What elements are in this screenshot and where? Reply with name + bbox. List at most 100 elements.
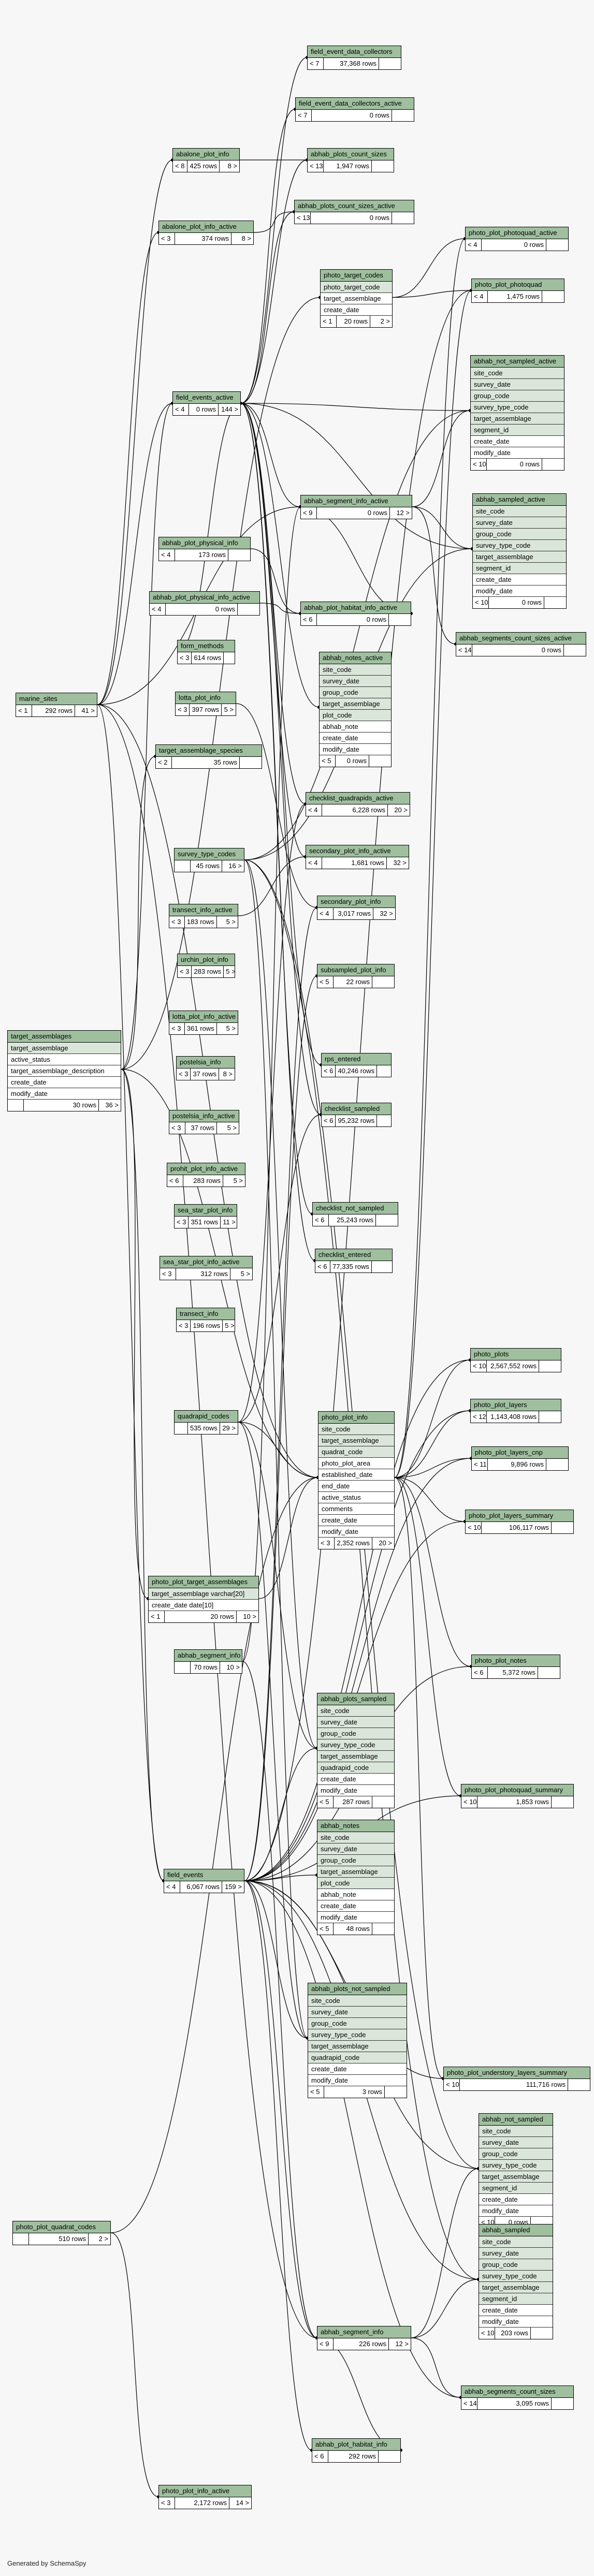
table-column: plot_code [317,1878,394,1889]
table-column: create_date [320,733,391,744]
row-count: 287 rows [334,1796,372,1808]
children-count [544,597,566,608]
table-name: abalone_plot_info_active [159,221,253,233]
table-column: group_code [320,687,391,698]
table-name: photo_plots [471,1349,561,1360]
parents-count: < 14 [456,645,472,656]
relationship-line [121,756,156,1070]
parents-count: < 3 [169,1023,185,1034]
relationship-line [259,603,301,614]
table-name: lotta_plot_info_active [169,1011,238,1023]
children-count [564,645,586,656]
relationship-line [240,403,320,708]
table-name: prohit_plot_info_active [167,1163,245,1175]
relationship-line [244,410,471,860]
row-count: 312 rows [176,1268,230,1280]
relationship-line [240,403,301,507]
relationship-line [121,403,173,1070]
relationship-line [97,704,164,1881]
table-column: create_date [473,574,566,586]
relationship-line [238,803,306,1423]
table-name: abhab_segment_info [317,2326,411,2338]
parents-count: < 4 [306,857,322,869]
table-column: site_code [320,664,391,676]
parents-count: < 13 [295,212,311,224]
row-count: 1,681 rows [322,857,387,869]
table-column: create_date date[10] [149,1600,258,1611]
relationship-line [412,410,471,507]
parents-count: < 4 [472,291,488,302]
children-count [542,291,564,302]
children-count [238,604,259,615]
row-count: 3,017 rows [334,908,373,919]
relationship-line [250,548,301,614]
table-name: marine_sites [16,693,97,705]
table-column: quadrapid_code [317,1762,394,1774]
relationship-line [244,907,317,1881]
table-node[interactable]: photo_plot_understory_layers_summary< 10… [443,2067,590,2091]
